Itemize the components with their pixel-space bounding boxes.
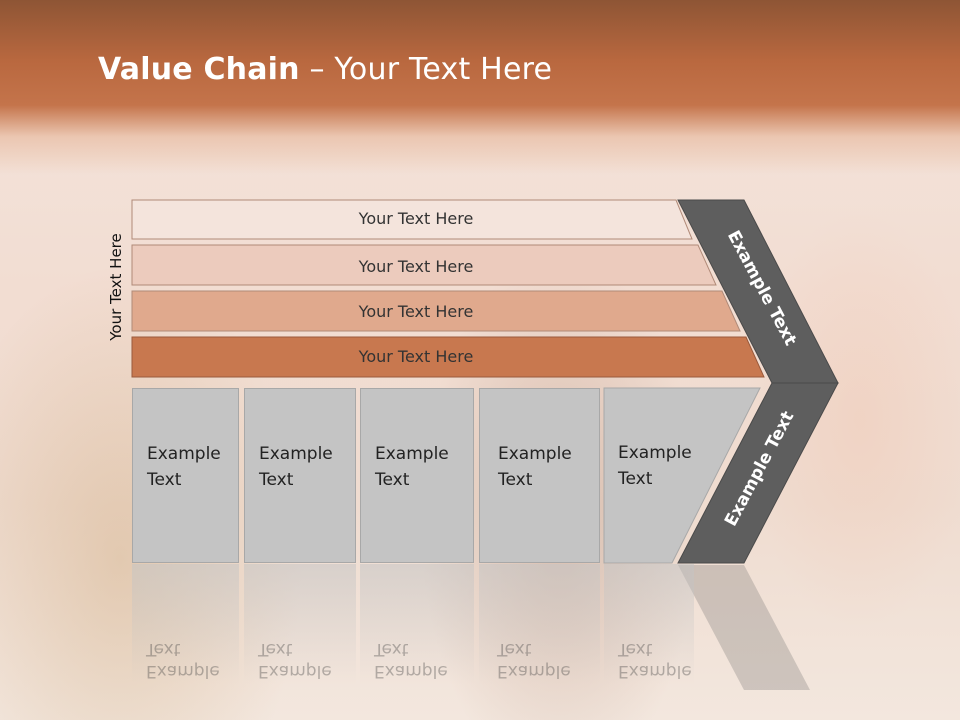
- title-bar: [0, 0, 960, 175]
- slide-title[interactable]: Value Chain – Your Text Here: [98, 52, 552, 87]
- side-label[interactable]: Your Text Here: [107, 233, 125, 341]
- band-4-label: Your Text Here: [358, 347, 474, 366]
- title-rest: – Your Text Here: [299, 52, 553, 87]
- chevron-bottom-label: Example Text: [721, 407, 799, 530]
- band-3-label: Your Text Here: [358, 302, 474, 321]
- band-1-label: Your Text Here: [358, 209, 474, 228]
- chevron-reflection: [678, 565, 810, 690]
- band-2-label: Your Text Here: [358, 257, 474, 276]
- chevron-top-label: Example Text: [723, 227, 801, 350]
- title-bold: Value Chain: [98, 52, 300, 87]
